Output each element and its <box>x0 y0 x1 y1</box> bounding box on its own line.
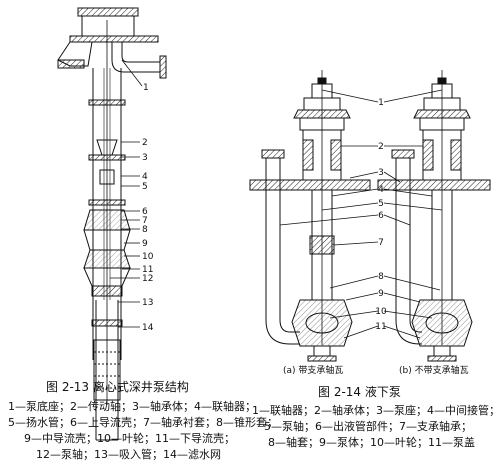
submerged-pump-b-drawing <box>377 70 491 362</box>
fig213-legend-line-4: 12—泵轴；13—吸入管；14—滤水网 <box>36 448 221 461</box>
fig214-label-4: 4 <box>378 185 384 195</box>
subcaption-a: (a) 带支承轴瓦 <box>283 364 343 376</box>
fig213-legend-line-1: 1—泵底座；2—传动轴；3—轴承体；4—联轴器； <box>8 400 256 413</box>
fig214-legend-line-1: 1—联轴器；2—轴承体；3—泵座；4—中间接管； <box>252 404 500 417</box>
fig214-label-10: 10 <box>375 307 387 317</box>
fig213-label-7: 7 <box>142 216 148 226</box>
fig213-legend-line-2: 5—扬水管；6—上导流壳；7—轴承衬套；8—锥形套； <box>8 416 278 429</box>
fig213-label-14: 14 <box>142 323 154 333</box>
fig214-label-8: 8 <box>378 272 384 282</box>
fig214-subcaptions: (a) 带支承轴瓦 (b) 不带支承轴瓦 <box>283 364 469 376</box>
fig213-label-5: 5 <box>142 182 148 192</box>
deep-well-pump-drawing <box>57 7 167 441</box>
fig214-label-6: 6 <box>378 211 384 221</box>
submerged-pump-a-drawing <box>249 70 371 362</box>
fig213-label-9: 9 <box>142 239 148 249</box>
fig214-label-9: 9 <box>378 289 384 299</box>
fig214-legend-line-2: 5—泵轴；6—出液管部件；7—支承轴承； <box>264 420 472 433</box>
fig213-label-1: 1 <box>143 83 149 93</box>
fig214-leader-lines <box>279 89 443 339</box>
fig213-title: 图 2-13 离心式深井泵结构 <box>46 380 189 394</box>
fig213-label-4: 4 <box>142 172 148 182</box>
fig214-label-2: 2 <box>378 142 384 152</box>
fig213-label-2: 2 <box>142 138 148 148</box>
fig213-label-10: 10 <box>142 252 154 262</box>
fig213-label-8: 8 <box>142 225 148 235</box>
fig214-title: 图 2-14 液下泵 <box>318 385 401 399</box>
fig213-leader-lines <box>110 59 143 328</box>
fig214-label-11: 11 <box>375 322 386 332</box>
fig213-label-3: 3 <box>142 153 148 163</box>
fig214-legend-line-3: 8—轴套；9—泵体；10—叶轮；11—泵盖 <box>268 436 475 449</box>
fig213-label-12: 12 <box>142 274 153 284</box>
fig214-label-3: 3 <box>378 168 384 178</box>
fig213-label-11: 11 <box>142 265 153 275</box>
fig214-label-7: 7 <box>378 238 384 248</box>
fig214-number-labels: 1 2 3 4 5 6 7 8 9 10 11 <box>375 98 387 332</box>
fig213-legend-line-3: 9—中导流壳；10—叶轮；11—下导流壳； <box>24 432 235 445</box>
fig213-label-13: 13 <box>142 298 153 308</box>
subcaption-b: (b) 不带支承轴瓦 <box>399 364 469 376</box>
fig214-label-5: 5 <box>378 199 384 209</box>
fig214-label-1: 1 <box>378 98 384 108</box>
fig213-number-labels: 1 2 3 4 5 6 7 8 9 10 11 12 13 14 <box>142 83 154 333</box>
fig213-label-6: 6 <box>142 207 148 217</box>
